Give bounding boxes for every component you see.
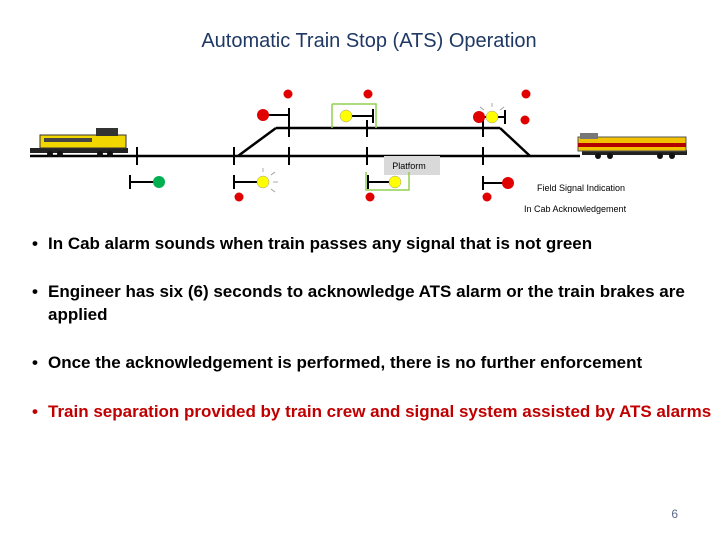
bullet-marker: • (32, 402, 38, 421)
bullet-marker: • (32, 353, 38, 372)
bullet-item: • Train separation provided by train cre… (32, 400, 712, 423)
signal-lamp-green (153, 176, 165, 188)
bullet-marker: • (32, 282, 38, 301)
signal-lamp-red (473, 111, 485, 123)
siding-track (237, 126, 277, 158)
legend-cab-ack: In Cab Acknowledgement (524, 204, 627, 214)
platform (384, 156, 440, 175)
platform-label: Platform (392, 161, 426, 171)
signal-lamps (153, 109, 514, 189)
ats-diagram: Platform (30, 89, 687, 214)
signal-lamp-yellow (339, 109, 353, 123)
bullet-item: • Engineer has six (6) seconds to acknow… (32, 280, 712, 326)
bullet-list: • In Cab alarm sounds when train passes … (32, 232, 712, 423)
legend-field-signal: Field Signal Indication (537, 183, 625, 193)
bullet-marker: • (32, 234, 38, 253)
bullet-item: • Once the acknowledgement is performed,… (32, 351, 712, 374)
left-locomotive (30, 128, 128, 157)
bullet-text: Once the acknowledgement is performed, t… (48, 353, 643, 372)
cab-ack-boxes (331, 103, 410, 191)
siding-track-ticks (288, 120, 484, 137)
bullet-text: Train separation provided by train crew … (48, 402, 712, 421)
signal-lamp-red (257, 109, 269, 121)
signal-lamp-yellow (256, 175, 270, 189)
slide-title: Automatic Train Stop (ATS) Operation (201, 30, 537, 52)
right-locomotive (577, 133, 687, 159)
signal-masts (129, 108, 508, 190)
signal-lamp-red (502, 177, 514, 189)
bullet-text: In Cab alarm sounds when train passes an… (48, 234, 593, 253)
bullet-text: Engineer has six (6) seconds to acknowle… (48, 282, 685, 324)
main-track-ticks (136, 147, 484, 165)
page-number: 6 (671, 507, 678, 521)
signal-lamp-yellow (485, 110, 499, 124)
siding-track-return (499, 127, 531, 157)
flashing-signal-rays (262, 103, 505, 193)
indicator-dots (234, 89, 531, 202)
signal-lamp-yellow (388, 175, 402, 189)
bullet-item: • In Cab alarm sounds when train passes … (32, 232, 712, 255)
